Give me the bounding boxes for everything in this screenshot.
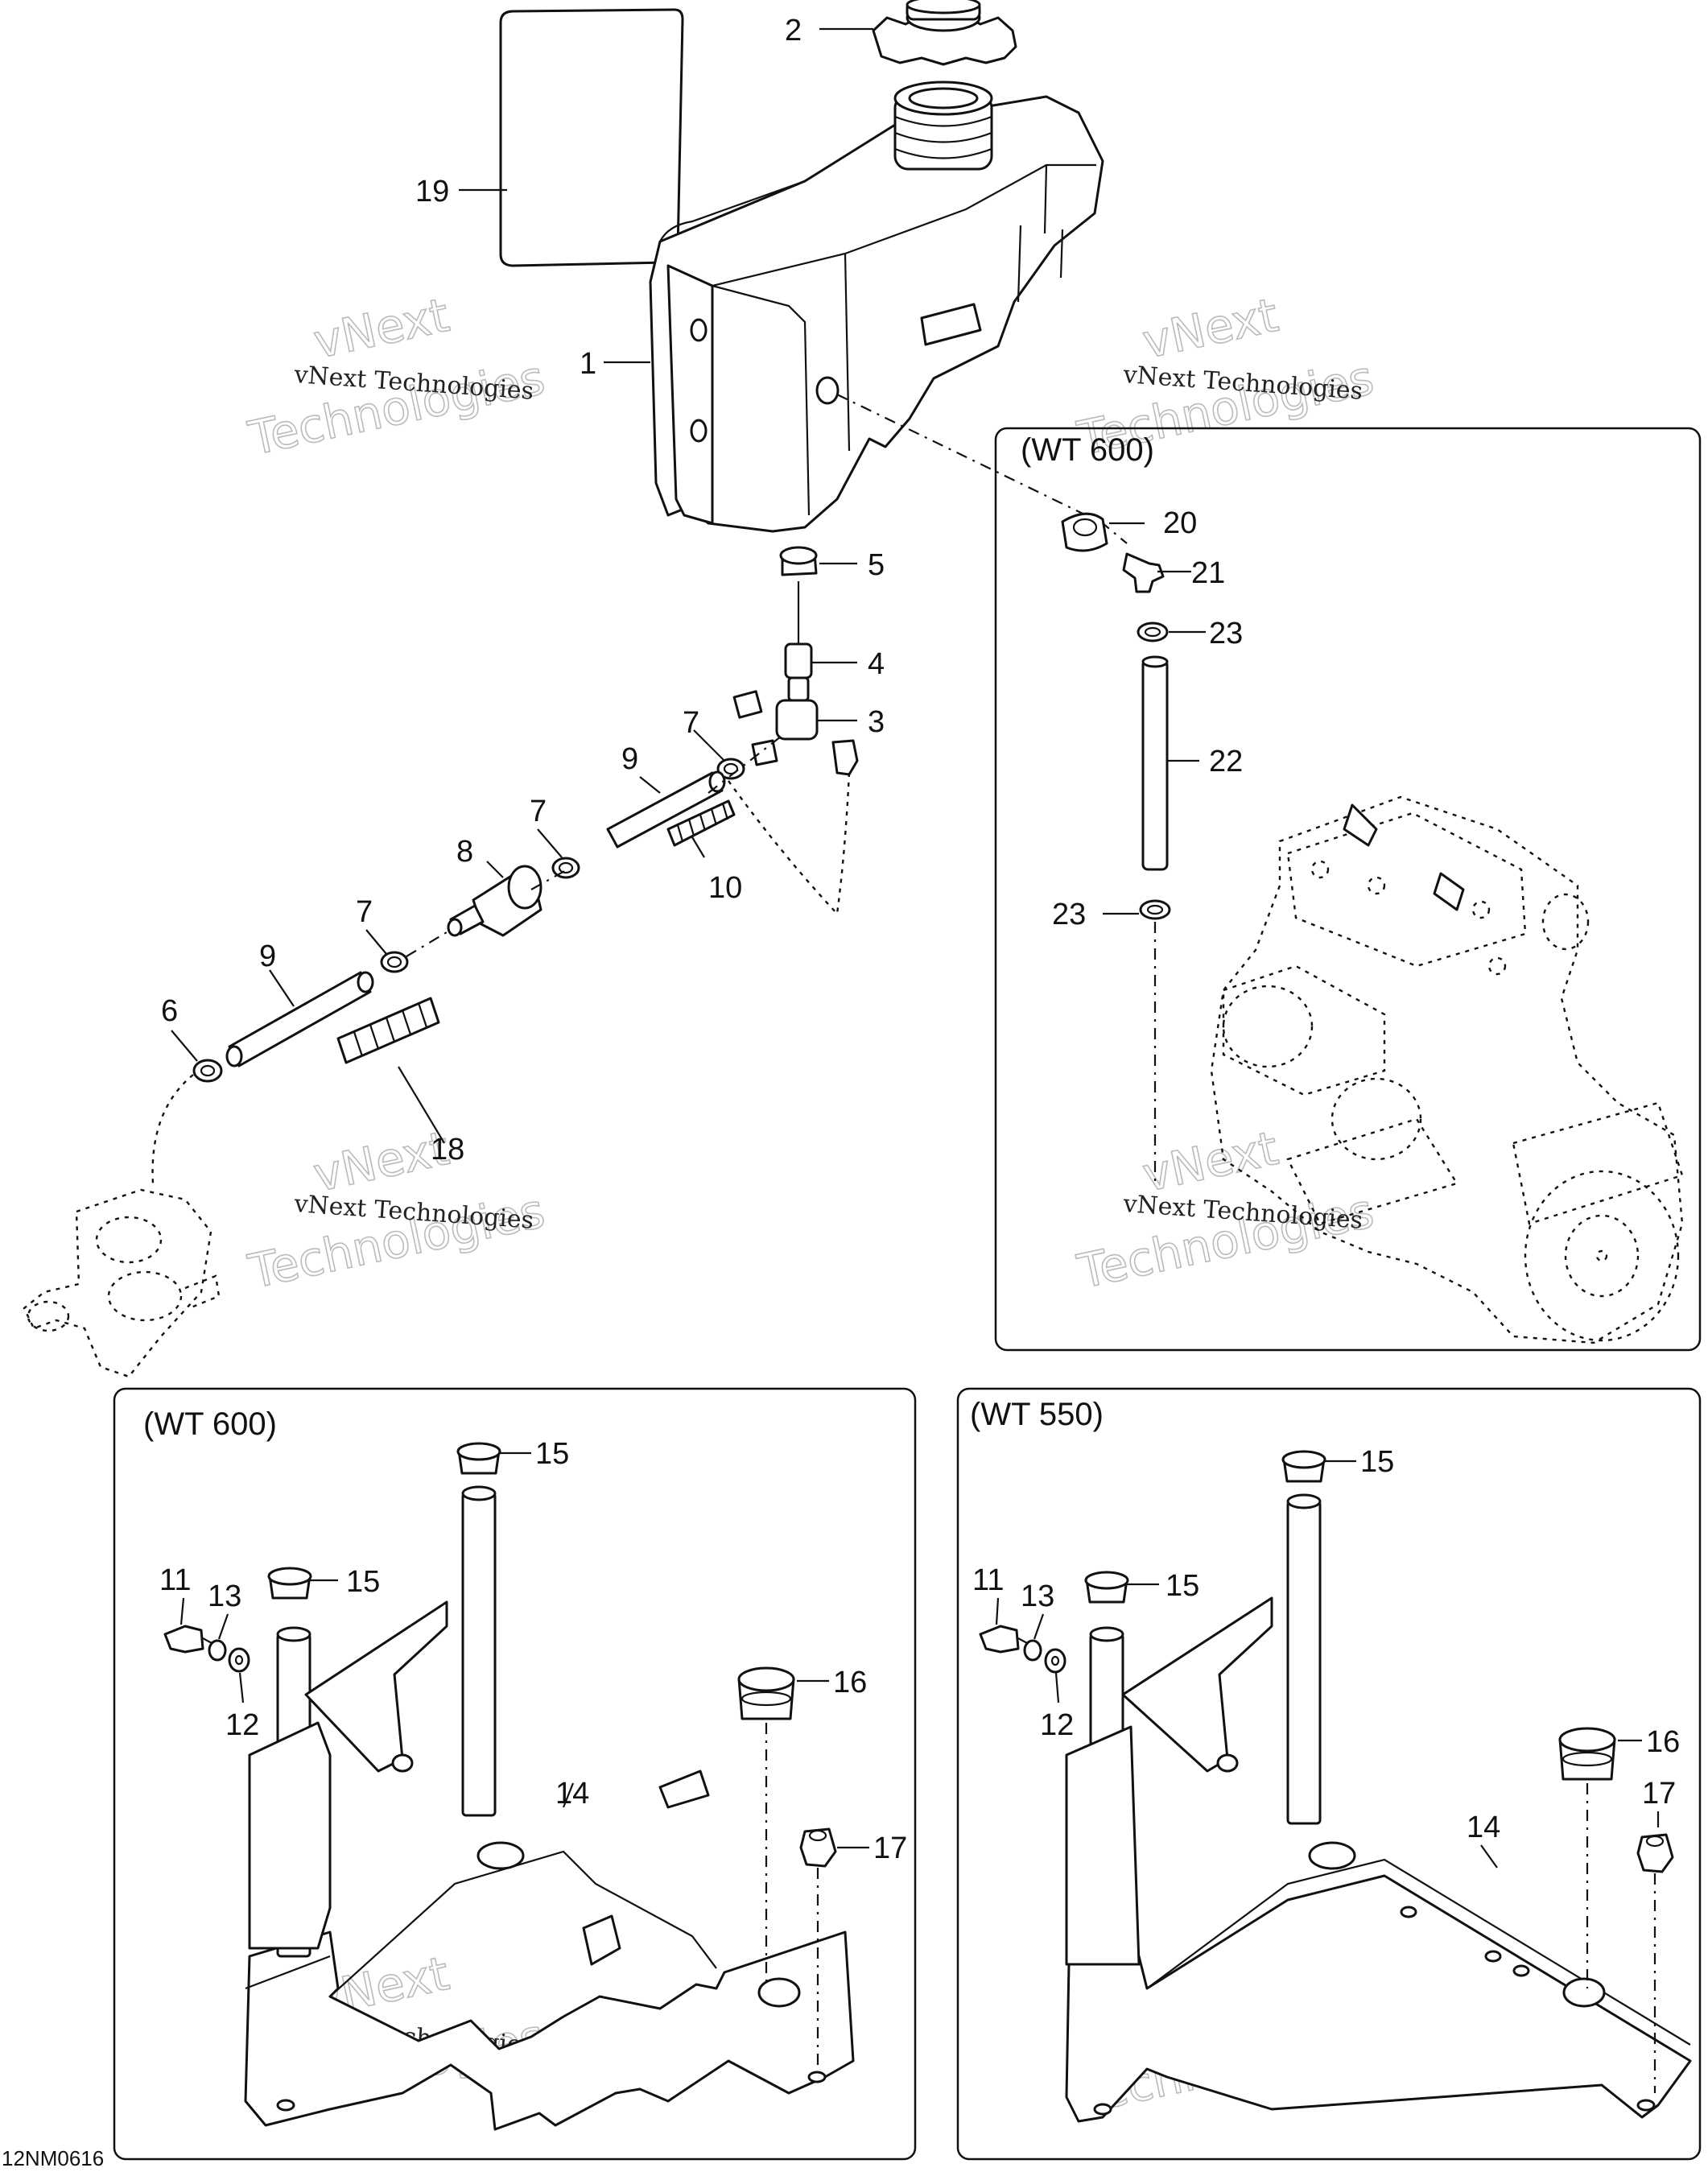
callout-labels: 2 19 1 5 4 3 7 9 10 7 8 7 9 6 18 20 21 2…: [159, 14, 1680, 1865]
fuel-tank-1: [649, 81, 1104, 533]
callout-17-right: 17: [1642, 1777, 1676, 1811]
callout-3: 3: [868, 705, 885, 739]
watermark-middle-left: vNext Technologies vNext Technologies: [243, 1120, 550, 1300]
callout-6: 6: [161, 994, 178, 1028]
leader-lines: [171, 27, 1660, 1868]
callout-1: 1: [580, 347, 596, 381]
callout-15-right-mid: 15: [1165, 1569, 1199, 1603]
dotted-line-carb: [151, 1074, 194, 1184]
dotted-line-b: [835, 772, 851, 915]
callout-15-left-mid: 15: [346, 1565, 380, 1599]
bolt-11-right: [979, 1625, 1029, 1654]
bolt-11-left: [163, 1625, 214, 1654]
callout-14-right: 14: [1467, 1811, 1500, 1844]
callout-9-lower: 9: [259, 939, 276, 973]
spring-10: [666, 799, 736, 847]
callout-20: 20: [1163, 506, 1197, 540]
bracket-right-panel-label: (WT 550): [970, 1397, 1104, 1432]
clamp-23-upper: [1137, 621, 1169, 642]
callout-16-left: 16: [833, 1666, 867, 1699]
shut-off-valve-3: [732, 690, 859, 776]
engine-phantom: [1210, 795, 1684, 1344]
watermark-top-left: vNext Technologies vNext Technologies: [243, 287, 550, 467]
bracket-left-panel-frame: [113, 1387, 917, 2161]
bracket-right-panel-frame: [956, 1387, 1702, 2161]
callout-7-middle: 7: [530, 795, 547, 828]
centerline-filter-2: [406, 929, 452, 957]
engine-panel-label: (WT 600): [1021, 432, 1154, 468]
watermark-middle-right: vNext Technologies vNext Technologies: [1072, 1120, 1379, 1300]
grommet-15-left-mid: [267, 1567, 312, 1600]
svg-text:vNext: vNext: [1138, 1121, 1283, 1203]
fuel-filter-8: [447, 865, 543, 937]
callout-10: 10: [708, 871, 742, 905]
pickup-filter-4: [784, 642, 813, 702]
callout-7-upper: 7: [683, 706, 699, 740]
tank-bracket-14-right: [1065, 1493, 1692, 2123]
decal-shape: [499, 8, 684, 267]
washer-12-left: [228, 1647, 250, 1673]
grommet-15-left-top: [456, 1442, 501, 1475]
spring-18: [336, 997, 440, 1064]
callout-23-upper: 23: [1209, 617, 1243, 650]
grommet-15-right-top: [1281, 1450, 1326, 1483]
callout-7-lower: 7: [356, 895, 373, 929]
fuel-hose-9-lower: [225, 971, 374, 1067]
washer-12-right: [1044, 1648, 1066, 1674]
callout-11-left: 11: [159, 1563, 191, 1597]
grommet-16-left: [737, 1666, 795, 1720]
elbow-fitting-21: [1122, 552, 1165, 593]
callout-11-right: 11: [972, 1563, 1004, 1597]
callout-21: 21: [1191, 556, 1225, 590]
callout-2: 2: [785, 14, 802, 47]
nut-17-right: [1636, 1833, 1674, 1873]
clamp-6: [192, 1059, 223, 1083]
washer-13-right: [1023, 1639, 1042, 1662]
spark-plug-boot-2: [1433, 872, 1465, 911]
nut-17-left: [799, 1827, 837, 1868]
grommet-15-right-mid: [1084, 1571, 1129, 1604]
svg-text:vNext: vNext: [1138, 287, 1283, 370]
clamp-7-upper: [716, 758, 745, 780]
tank-bracket-14-left: [244, 1485, 855, 2131]
clamp-7-lower: [380, 951, 409, 973]
grommet-20: [1061, 512, 1108, 552]
bracket-left-panel-label: (WT 600): [143, 1406, 277, 1442]
clamp-23-lower: [1139, 899, 1171, 920]
grommet-16-right: [1558, 1727, 1616, 1781]
callout-5: 5: [868, 548, 885, 582]
drawing-code: 12NM0616: [2, 2146, 104, 2170]
dotted-line-a: [728, 780, 838, 915]
callout-4: 4: [868, 647, 885, 681]
callout-15-right-top: 15: [1360, 1445, 1394, 1479]
fuel-cap-2: [872, 0, 1017, 66]
centerline-filter: [530, 869, 568, 890]
callout-17-left: 17: [873, 1831, 907, 1865]
callout-8: 8: [456, 835, 473, 869]
grommet-5: [779, 546, 818, 576]
callout-15-left-top: 15: [535, 1437, 569, 1471]
svg-text:vNext: vNext: [309, 287, 454, 370]
washer-13-left: [208, 1639, 227, 1662]
spark-plug-boot-1: [1343, 803, 1378, 847]
carburetor-phantom: [23, 1188, 221, 1378]
clamp-7-middle: [551, 857, 580, 879]
callout-13-left: 13: [208, 1579, 241, 1613]
centerline-valve: [708, 736, 782, 794]
callout-22: 22: [1209, 745, 1243, 778]
fuel-hose-9-upper: [606, 770, 726, 849]
callout-12-right: 12: [1040, 1708, 1074, 1742]
callout-13-right: 13: [1021, 1579, 1054, 1613]
callout-16-right: 16: [1646, 1725, 1680, 1759]
callout-18: 18: [431, 1133, 464, 1167]
vent-hose-22: [1141, 655, 1169, 871]
callout-23-lower: 23: [1052, 898, 1086, 931]
callout-12-left: 12: [225, 1708, 259, 1742]
engine-panel-frame: [994, 427, 1702, 1352]
callout-19: 19: [415, 175, 449, 209]
callout-14-left: 14: [555, 1777, 589, 1811]
callout-9-upper: 9: [621, 742, 638, 776]
